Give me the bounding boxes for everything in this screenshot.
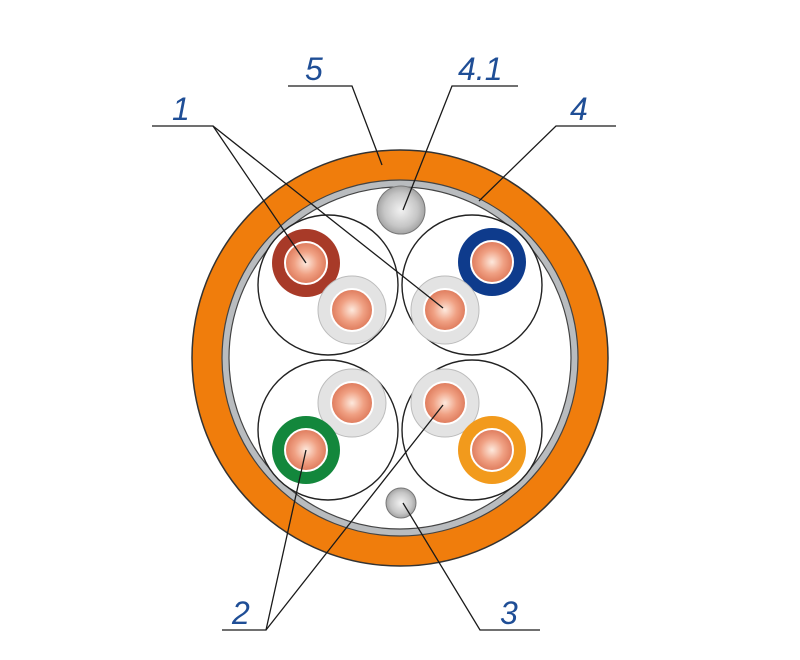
leader-4 bbox=[478, 125, 616, 202]
drain-wire bbox=[385, 487, 417, 519]
callout-label-3: 3 bbox=[500, 595, 518, 631]
callout-label-1: 1 bbox=[172, 91, 190, 127]
leader-4-1 bbox=[402, 85, 518, 211]
callout-label-2: 2 bbox=[231, 595, 250, 631]
conductor-brown-white bbox=[317, 275, 387, 345]
leader-3 bbox=[402, 502, 540, 631]
filler-element bbox=[376, 185, 426, 235]
leader-2b bbox=[265, 404, 444, 631]
conductor-blue-white bbox=[410, 275, 480, 345]
leader-1b bbox=[212, 125, 444, 309]
leader-lines bbox=[152, 85, 616, 631]
conductor-green bbox=[272, 416, 340, 484]
callout-label-4-1: 4.1 bbox=[458, 51, 502, 87]
conductor-orange-white bbox=[410, 368, 480, 438]
conductor-blue bbox=[458, 228, 526, 296]
leader-5 bbox=[288, 85, 383, 166]
callout-label-5: 5 bbox=[305, 51, 323, 87]
conductor-orange bbox=[458, 416, 526, 484]
callout-label-4: 4 bbox=[570, 91, 588, 127]
conductor-green-white bbox=[317, 368, 387, 438]
